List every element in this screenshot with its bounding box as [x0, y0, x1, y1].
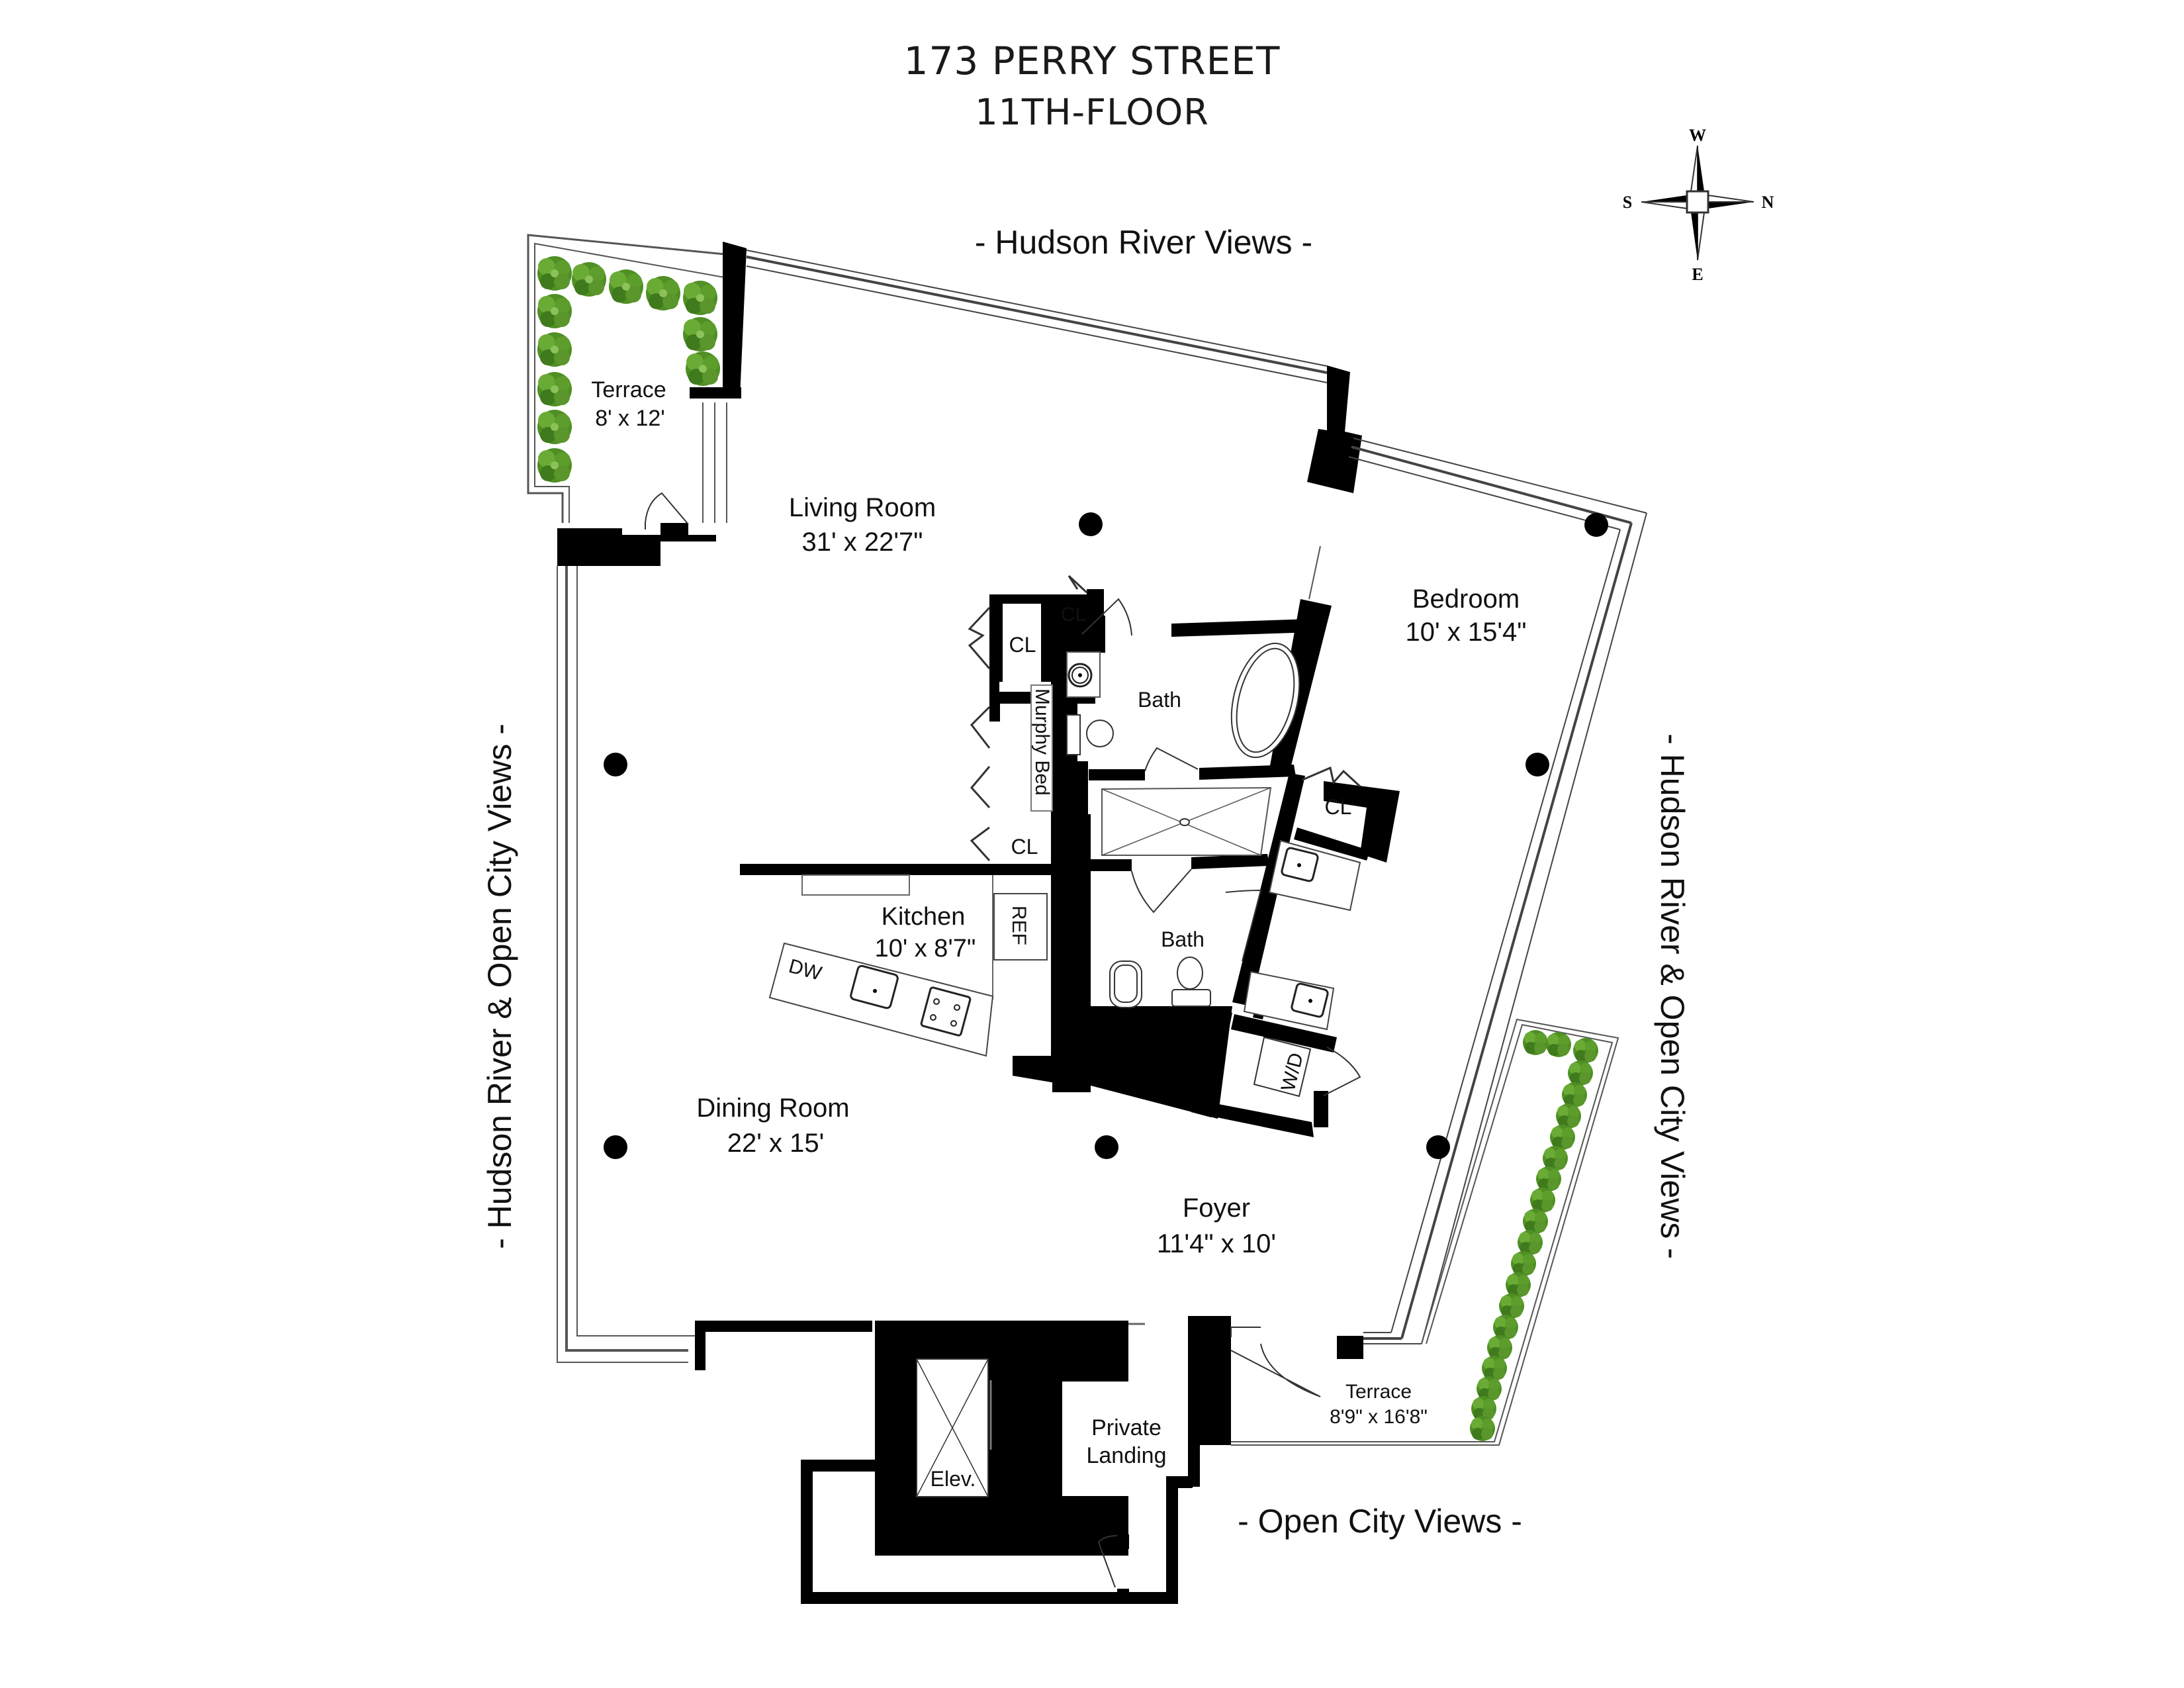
terrace-east-dims: 8'9" x 16'8" — [1330, 1406, 1428, 1428]
structural-columns — [604, 512, 1608, 1159]
terrace-west-name: Terrace — [591, 377, 666, 402]
private-landing-line2: Landing — [1086, 1443, 1166, 1468]
closet-label-4: CL — [1325, 795, 1352, 819]
washer-dryer: W/D — [1253, 1036, 1361, 1098]
compass-west: W — [1689, 126, 1706, 145]
compass-north: N — [1762, 193, 1774, 212]
address-title: 173 PERRY STREET — [903, 38, 1281, 83]
exterior-walls — [557, 242, 1363, 1445]
bedroom-dims: 10' x 15'4" — [1406, 618, 1527, 647]
terrace-west-door — [645, 492, 689, 530]
window-left — [557, 402, 727, 1363]
living-room-dims: 31' x 22'7" — [802, 528, 923, 557]
floor-title: 11TH-FLOOR — [975, 91, 1209, 133]
murphy-bed: Murphy Bed — [1030, 684, 1053, 812]
view-label-left: - Hudson River & Open City Views - — [481, 724, 518, 1249]
second-bath-label: Bath — [1161, 927, 1205, 951]
elevator-core: Elev. Private Landing — [700, 1316, 1200, 1604]
elevator-label: Elev. — [931, 1467, 976, 1491]
view-label-top: - Hudson River Views - — [975, 224, 1312, 261]
private-landing-line1: Private — [1091, 1415, 1161, 1440]
master-bath-label: Bath — [1138, 688, 1181, 712]
closet-label-3: CL — [1011, 835, 1038, 859]
terrace-west-dims: 8' x 12' — [595, 406, 665, 431]
closet-label-2: CL — [1061, 604, 1086, 626]
compass-south: S — [1623, 193, 1632, 212]
vanities — [1243, 839, 1361, 1031]
bedroom-door-line — [1308, 545, 1321, 600]
master-bath: Bath — [1066, 598, 1300, 856]
compass-rose-icon: W E S N — [1623, 126, 1774, 284]
window-top — [746, 250, 1647, 1344]
dining-room-name: Dining Room — [696, 1094, 849, 1123]
closets: CL CL CL CL — [968, 575, 1361, 862]
closet-label-1: CL — [1009, 633, 1036, 657]
living-room-name: Living Room — [789, 493, 936, 522]
compass-east: E — [1692, 265, 1703, 284]
foyer-dims: 11'4" x 10' — [1157, 1229, 1276, 1258]
view-label-right: - Hudson River & Open City Views - — [1654, 733, 1691, 1259]
bedroom-name: Bedroom — [1412, 585, 1520, 614]
terrace-west: Terrace 8' x 12' — [527, 234, 732, 523]
second-bath: Bath — [1109, 868, 1262, 1008]
foyer-name: Foyer — [1183, 1194, 1250, 1223]
kitchen-name: Kitchen — [882, 903, 966, 931]
view-label-bottom: - Open City Views - — [1238, 1503, 1522, 1540]
terrace-east: Terrace 8'9" x 16'8" — [1230, 1018, 1619, 1446]
kitchen: REF DW Kitchen 10' x 8'7" — [768, 874, 1048, 1057]
murphy-bed-label: Murphy Bed — [1031, 688, 1053, 796]
dining-room-dims: 22' x 15' — [727, 1129, 824, 1158]
interior-walls — [989, 589, 1400, 1137]
kitchen-dims: 10' x 8'7" — [875, 935, 976, 962]
terrace-east-name: Terrace — [1345, 1381, 1412, 1403]
refrigerator-label: REF — [1008, 906, 1030, 945]
